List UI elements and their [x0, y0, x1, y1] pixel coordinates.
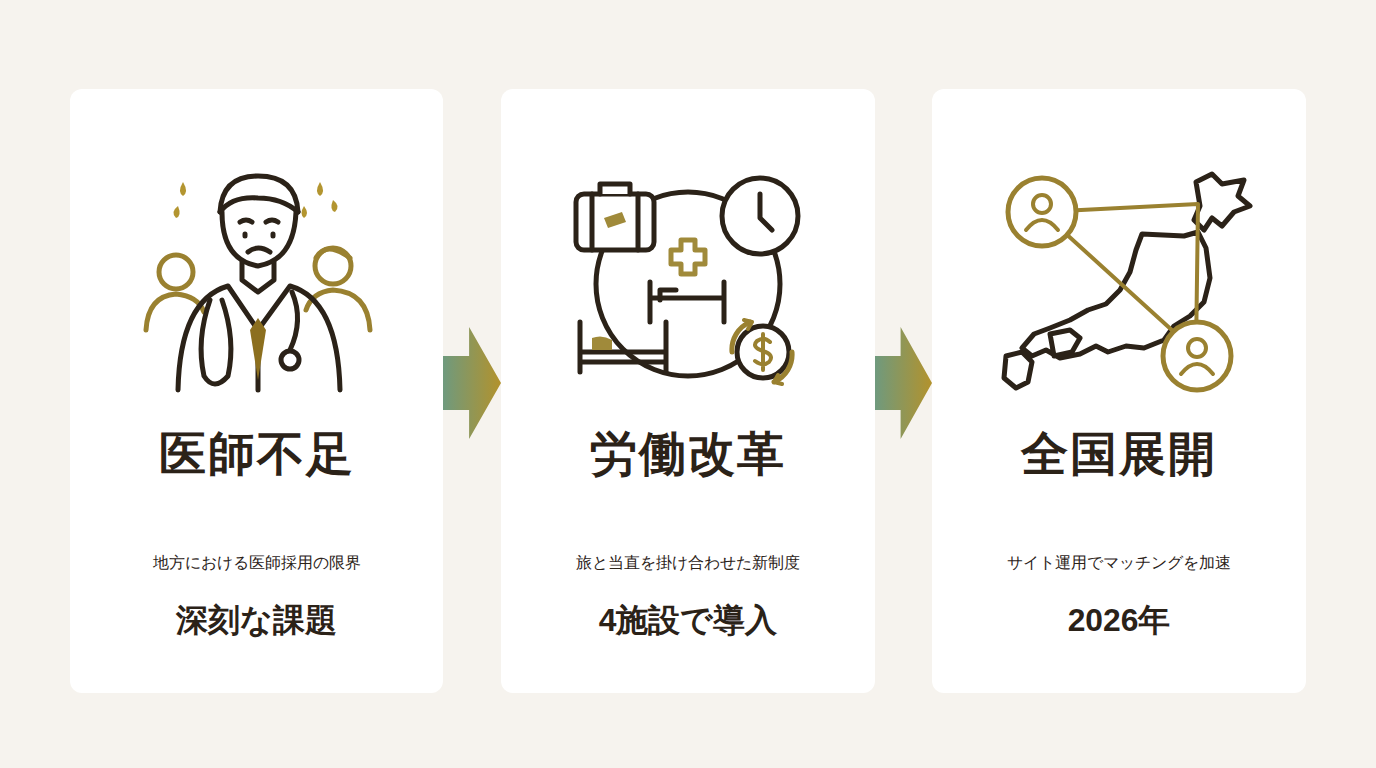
card-panel	[70, 89, 443, 693]
stage-highlight: 2026年	[944, 598, 1294, 642]
work-reform-icon	[576, 178, 798, 384]
stage-highlight: 深刻な課題	[82, 598, 431, 642]
stage-description: 地方における医師採用の限界	[82, 551, 431, 575]
stage-card: 全国展開サイト運用でマッチングを加速 2026年	[932, 89, 1306, 693]
doctor-icon	[146, 176, 370, 390]
stage-description: サイト運用でマッチングを加速	[944, 551, 1294, 575]
stage-description: 旅と当直を掛け合わせた新制度	[513, 551, 863, 575]
japan-network-icon	[1004, 174, 1250, 390]
stage-card: 労働改革旅と当直を掛け合わせた新制度 4施設で導入	[501, 89, 875, 693]
stage-heading: 労働改革	[513, 424, 863, 484]
flow-arrow	[443, 327, 501, 439]
stage-heading: 全国展開	[944, 424, 1294, 484]
stage-heading: 医師不足	[82, 424, 431, 484]
stage-card: 医師不足地方における医師採用の限界深刻な課題	[70, 89, 443, 693]
stage-highlight: 4施設で導入	[513, 598, 863, 642]
card-panel	[932, 89, 1306, 693]
flow-arrow	[875, 327, 932, 439]
card-panel	[501, 89, 875, 693]
